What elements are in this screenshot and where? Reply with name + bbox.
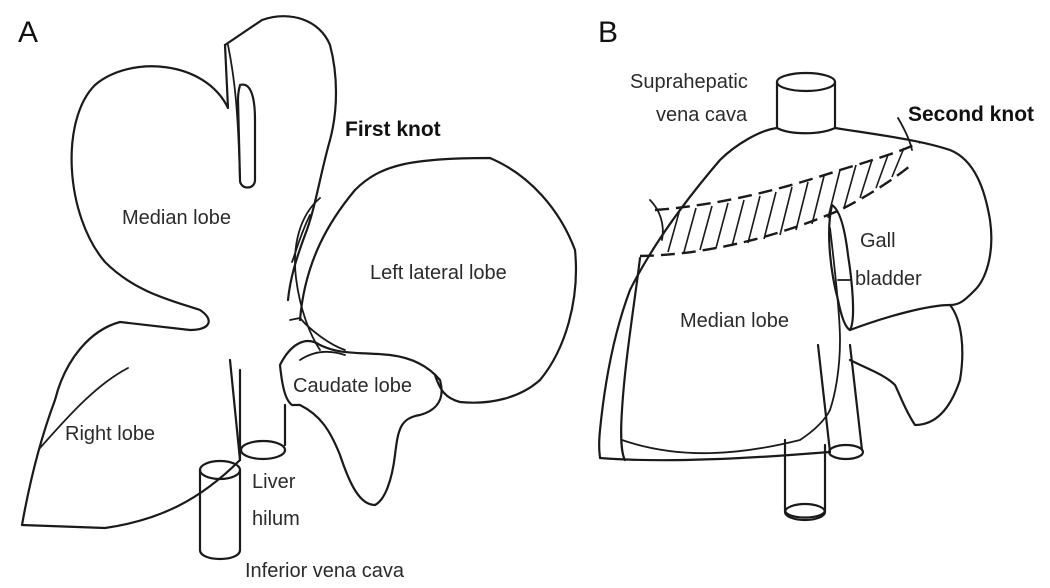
median-lobe-outline [22,45,240,528]
label-second-knot: Second knot [908,103,1034,126]
panel-b: B [598,16,1034,520]
gall-bladder [829,205,853,330]
panel-b-letter: B [598,16,618,49]
label-median-lobe-a: Median lobe [122,207,231,229]
label-hilum: hilum [252,508,300,530]
caudate-lobe-outline [280,341,442,505]
label-suprahepatic: Suprahepatic [630,71,748,93]
panel-a: A First knot Median lobe Left lateral lo… [18,16,576,582]
suprahepatic-vena-cava [777,82,835,133]
label-liver: Liver [252,471,296,493]
suprahepatic-vena-cava-top [777,73,835,91]
label-gall: Gall [860,230,896,252]
caudate-lobe-inner-2 [300,352,345,360]
median-lobe-upper-right [225,16,336,300]
label-caudate-lobe: Caudate lobe [293,375,412,397]
hilum-vessel [230,360,285,460]
first-knot-tie [292,215,310,262]
label-median-lobe-b: Median lobe [680,310,789,332]
hilum-vessel-end [241,441,285,459]
median-lobe-b-right-edge [830,228,840,410]
label-inferior-vena-cava: Inferior vena cava [245,560,405,582]
label-left-lateral-lobe: Left lateral lobe [370,262,507,284]
label-bladder: bladder [855,268,922,290]
median-lobe-b-lower [622,410,830,453]
inferior-vena-cava-top [200,461,240,479]
label-first-knot: First knot [345,118,441,141]
liver-b-outline [599,128,830,460]
vessel-b-right-end [829,445,863,459]
second-knot-tie-left [650,200,663,240]
panel-a-letter: A [18,16,38,49]
inferior-vena-cava [200,470,240,559]
liver-b-lateral-bump [850,305,962,425]
label-vena-cava: vena cava [656,104,748,126]
label-right-lobe: Right lobe [65,423,155,445]
